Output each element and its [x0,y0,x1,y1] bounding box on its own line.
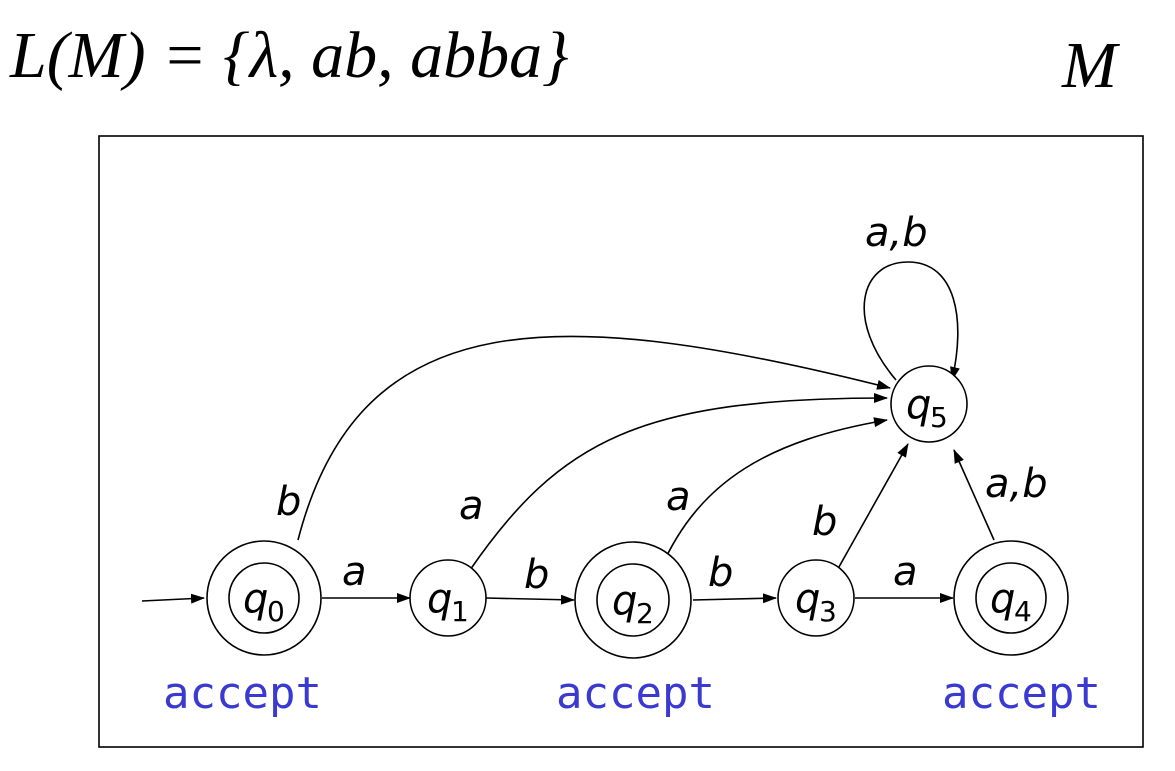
edge-q1-q2 [485,594,575,605]
edge-q2-q3 [692,593,777,604]
state-q2: q 2 [574,541,692,659]
accept-label-q4: accept [942,668,1101,719]
state-q0: q 0 [206,540,322,656]
edge-q2-q5 [660,417,888,569]
state-q3-sub: 3 [819,595,837,628]
language-title: L(M) = {λ, ab, abba} [10,19,569,92]
machine-name: M [1062,29,1117,102]
label-q5-self: a,b [865,210,928,256]
state-q0-sub: 0 [267,595,285,628]
accept-label-q2: accept [556,668,715,719]
state-q2-sub: 2 [636,597,654,630]
state-q5-name: q [906,382,931,428]
label-q1-q5: a [459,483,484,529]
state-q4: q 4 [953,540,1069,656]
label-q0-q5: b [276,479,301,525]
label-q0-q1: a [342,549,367,595]
label-q2-q5: a [666,474,691,520]
start-arrow [141,593,205,604]
state-q1-name: q [427,576,452,622]
label-q2-q3: b [708,550,733,596]
edge-q0-q5 [297,335,891,541]
edge-q4-q5 [953,449,995,541]
label-q3-q5: b [812,499,837,545]
state-q3-name: q [795,576,820,622]
state-q5-sub: 5 [930,401,948,434]
label-q4-q5: a,b [985,461,1048,507]
diagram-frame [98,135,1144,748]
edge-q3-q5 [834,443,909,575]
edge-q1-q5 [469,393,888,571]
label-q1-q2: b [524,552,549,598]
state-q0-name: q [243,576,268,622]
accept-label-q0: accept [163,668,322,719]
state-q4-name: q [990,576,1015,622]
state-q1-sub: 1 [451,595,469,628]
state-q1: q 1 [409,559,487,637]
state-q3: q 3 [777,559,855,637]
state-q5: q 5 [890,365,968,443]
state-q2-name: q [612,578,637,624]
state-q4-sub: 4 [1014,595,1032,628]
label-q3-q4: a [893,549,918,595]
self-loop-q5 [863,261,960,381]
